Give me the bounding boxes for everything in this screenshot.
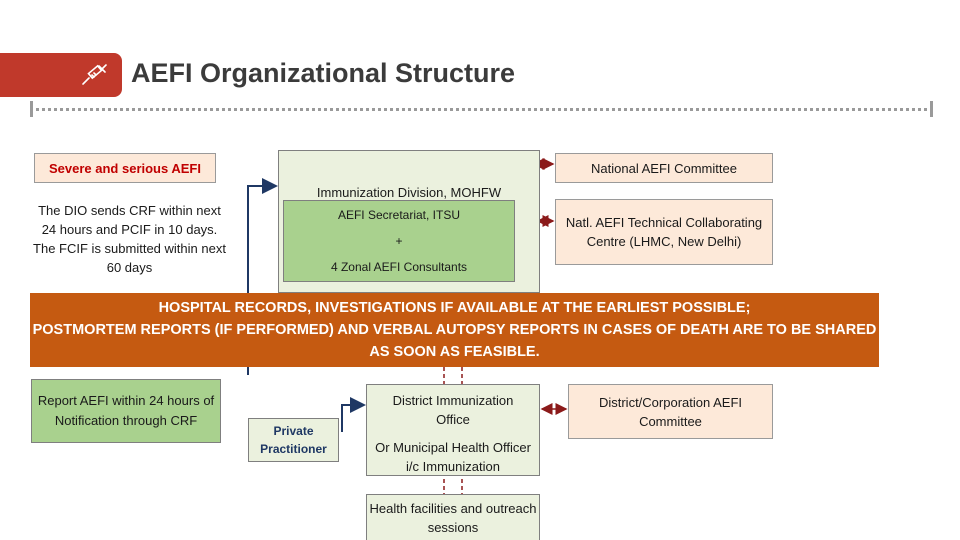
- health-facilities-box: Health facilities and outreach sessions: [366, 494, 540, 540]
- divider-left-cap: [30, 101, 33, 117]
- title-divider: [30, 108, 933, 111]
- banner-line-2: POSTMORTEM REPORTS (IF PERFORMED) AND VE…: [32, 322, 877, 360]
- page-title: AEFI Organizational Structure: [131, 58, 516, 88]
- connector-practitioner-to-district: [341, 397, 366, 432]
- private-practitioner-box: Private Practitioner: [248, 418, 339, 462]
- plus-label: +: [395, 234, 403, 248]
- severe-aefi-label: Severe and serious AEFI: [49, 160, 201, 176]
- health-facilities-label: Health facilities and outreach sessions: [369, 500, 537, 535]
- technical-centre-label: Natl. AEFI Technical Collaborating Centr…: [565, 215, 763, 249]
- report-aefi-label: Report AEFI within 24 hours of Notificat…: [37, 393, 215, 428]
- technical-centre-box: Natl. AEFI Technical Collaborating Centr…: [555, 199, 773, 265]
- secretariat-box: AEFI Secretariat, ITSU + 4 Zonal AEFI Co…: [283, 200, 515, 282]
- secretariat-label: AEFI Secretariat, ITSU: [337, 208, 461, 222]
- records-banner: HOSPITAL RECORDS, INVESTIGATIONS IF AVAI…: [30, 293, 879, 367]
- dio-text: The DIO sends CRF within next 24 hours a…: [32, 201, 227, 297]
- report-aefi-box: Report AEFI within 24 hours of Notificat…: [31, 379, 221, 443]
- severe-aefi-box: Severe and serious AEFI: [34, 153, 216, 183]
- immunization-division-title: Immunization Division, MOHFW: [278, 182, 540, 202]
- private-practitioner-label: Private Practitioner: [260, 424, 327, 456]
- municipal-officer-label: Or Municipal Health Officer i/c Immuniza…: [375, 440, 531, 474]
- district-committee-label: District/Corporation AEFI Committee: [598, 394, 743, 429]
- district-immunization-office-box: District Immunization Office Or Municipa…: [366, 384, 540, 476]
- district-office-label: District Immunization Office: [392, 393, 514, 427]
- title-accent-tab: [0, 53, 122, 97]
- syringe-icon: [82, 64, 107, 85]
- national-committee-box: National AEFI Committee: [555, 153, 773, 183]
- zonal-consultants-label: 4 Zonal AEFI Consultants: [330, 260, 468, 274]
- banner-line-1: HOSPITAL RECORDS, INVESTIGATIONS IF AVAI…: [158, 300, 751, 316]
- district-committee-box: District/Corporation AEFI Committee: [568, 384, 773, 439]
- divider-right-cap: [930, 101, 933, 117]
- dio-text-label: The DIO sends CRF within next 24 hours a…: [33, 203, 226, 275]
- immunization-division-label: Immunization Division, MOHFW: [316, 184, 502, 200]
- national-committee-label: National AEFI Committee: [591, 160, 737, 176]
